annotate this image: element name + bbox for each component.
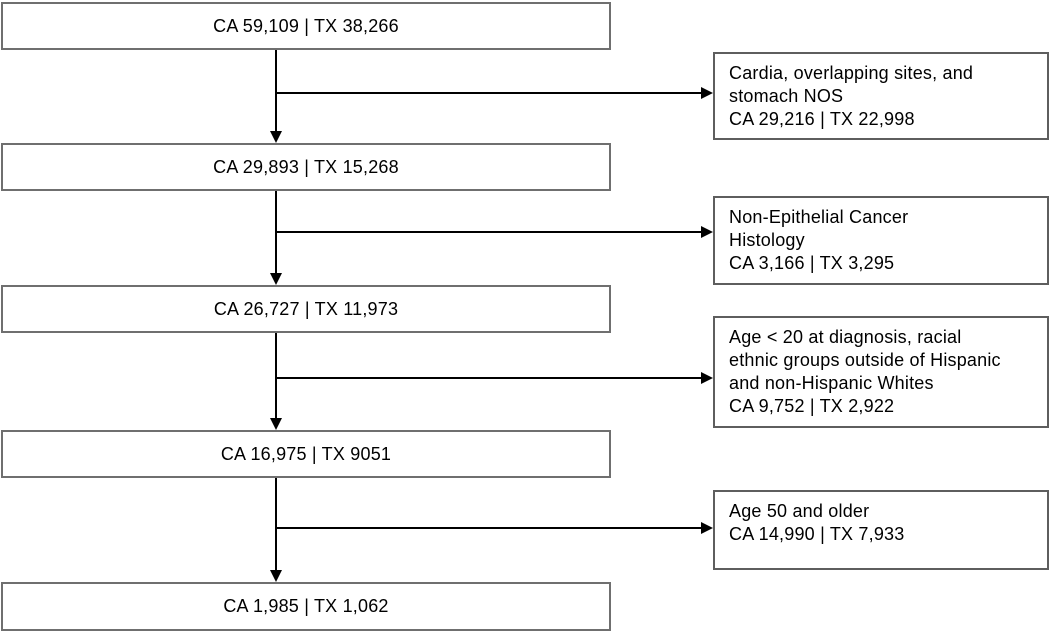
exclusion-box-4: Age 50 and older CA 14,990 | TX 7,933: [713, 490, 1049, 570]
exclusion-box-3-counts: CA 9,752 | TX 2,922: [729, 396, 895, 416]
exclusion-box-2-counts: CA 3,166 | TX 3,295: [729, 253, 895, 273]
arrow-right-1: [276, 92, 701, 94]
exclusion-box-1-description: Cardia, overlapping sites, and stomach N…: [729, 63, 974, 106]
exclusion-box-4-description: Age 50 and older: [729, 501, 870, 521]
cohort-box-1: CA 59,109 | TX 38,266: [1, 2, 611, 50]
cohort-box-5-label: CA 1,985 | TX 1,062: [223, 596, 389, 616]
arrowhead-down-2-icon: [270, 273, 282, 285]
exclusion-box-3-description: Age < 20 at diagnosis, racial ethnic gro…: [729, 327, 1001, 393]
arrowhead-down-4-icon: [270, 570, 282, 582]
cohort-box-4-label: CA 16,975 | TX 9051: [220, 443, 392, 464]
exclusion-box-2: Non-Epithelial Cancer Histology CA 3,166…: [713, 196, 1049, 285]
cohort-box-3: CA 26,727 | TX 11,973: [1, 285, 611, 333]
cohort-box-1-label: CA 59,109 | TX 38,266: [213, 15, 399, 36]
arrow-right-4: [276, 527, 701, 529]
exclusion-box-2-description: Non-Epithelial Cancer Histology: [729, 207, 909, 250]
arrow-down-1: [275, 50, 277, 133]
cohort-box-5: CA 1,985 | TX 1,062: [1, 582, 611, 631]
arrow-right-2: [276, 231, 701, 233]
exclusion-box-1: Cardia, overlapping sites, and stomach N…: [713, 52, 1049, 140]
arrowhead-right-4-icon: [701, 522, 713, 534]
arrowhead-right-2-icon: [701, 226, 713, 238]
arrow-down-3: [275, 333, 277, 420]
arrow-down-4: [275, 478, 277, 572]
cohort-box-2-label: CA 29,893 | TX 15,268: [213, 156, 399, 177]
exclusion-box-4-counts: CA 14,990 | TX 7,933: [729, 524, 905, 544]
cohort-box-4: CA 16,975 | TX 9051: [1, 430, 611, 478]
arrow-down-2: [275, 191, 277, 275]
arrowhead-right-1-icon: [701, 87, 713, 99]
exclusion-box-1-counts: CA 29,216 | TX 22,998: [729, 109, 915, 129]
arrowhead-right-3-icon: [701, 372, 713, 384]
arrowhead-down-1-icon: [270, 131, 282, 143]
exclusion-box-3: Age < 20 at diagnosis, racial ethnic gro…: [713, 316, 1049, 428]
arrow-right-3: [276, 377, 701, 379]
cohort-box-2: CA 29,893 | TX 15,268: [1, 143, 611, 191]
arrowhead-down-3-icon: [270, 418, 282, 430]
cohort-box-3-label: CA 26,727 | TX 11,973: [213, 298, 399, 319]
